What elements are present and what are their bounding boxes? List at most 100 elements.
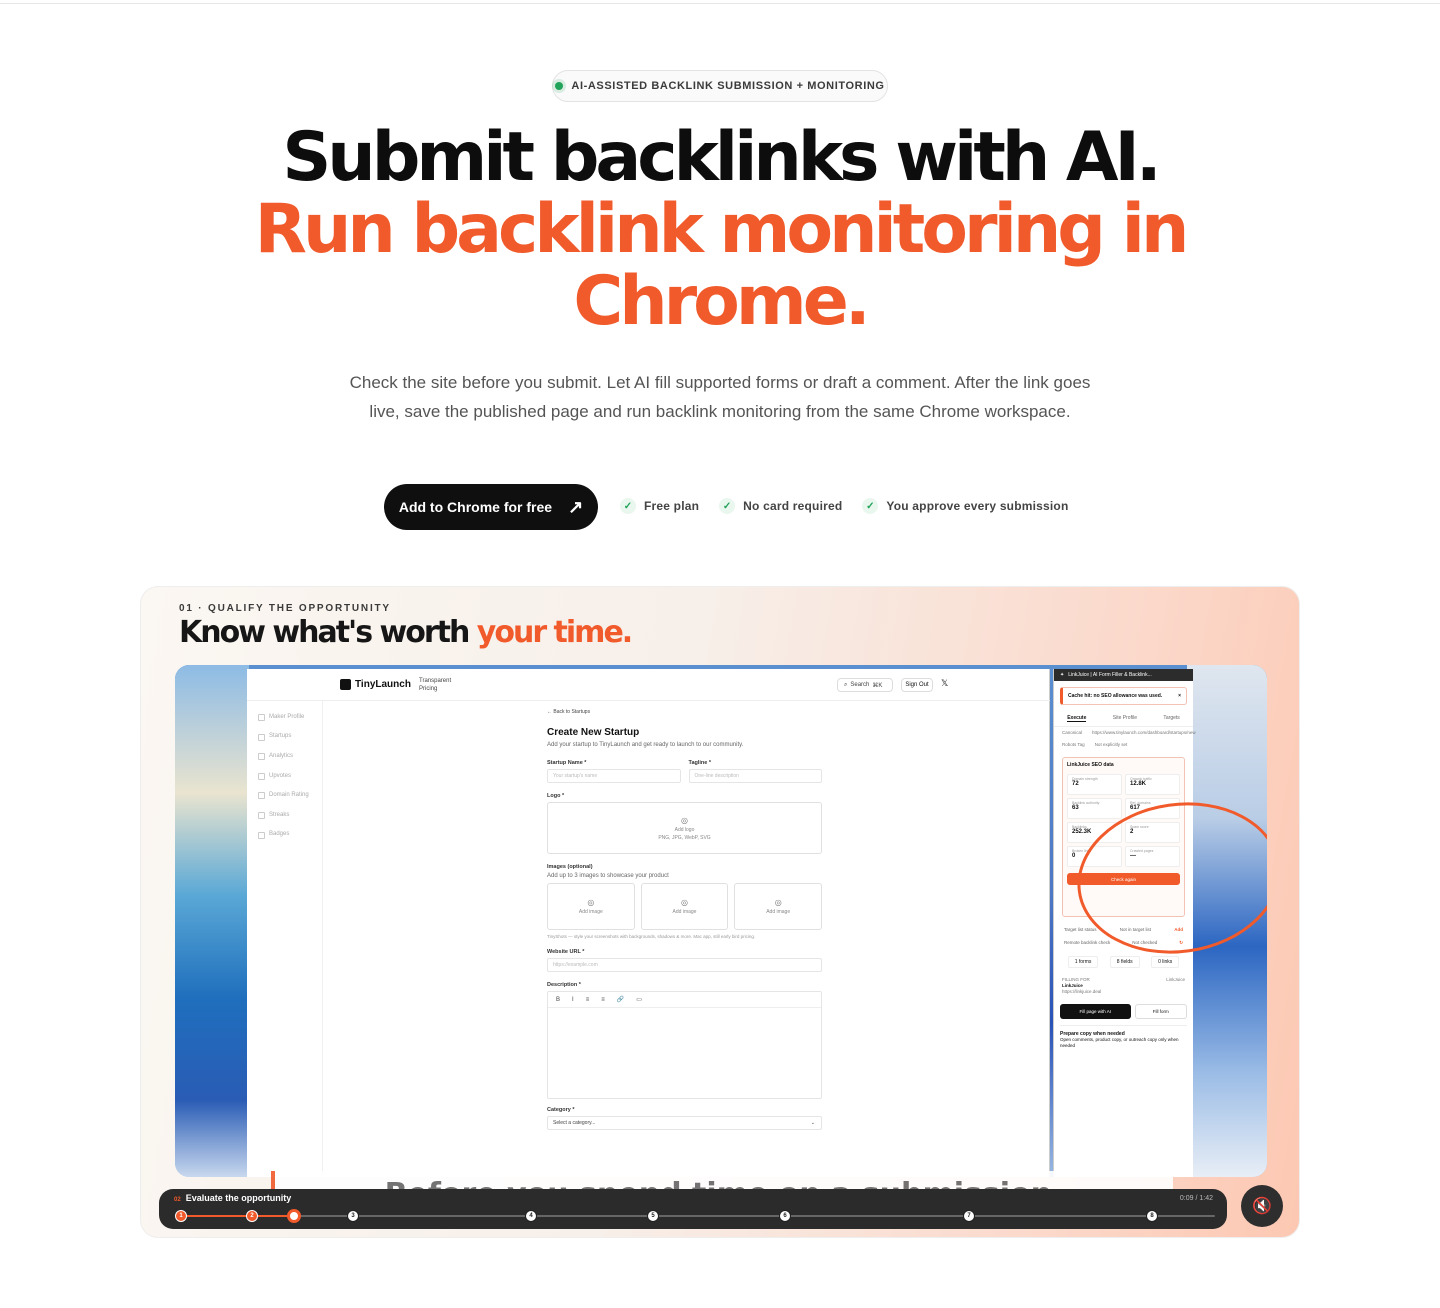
category-label: Category * <box>547 1107 575 1113</box>
status-dot-icon <box>555 82 564 90</box>
extension-panel: ✦ LinkJuice | AI Form Filler & Backlink.… <box>1053 669 1196 1177</box>
app-nav: Transparent Pricing <box>419 677 451 693</box>
sidebar-item-domain-rating: Domain Rating <box>247 785 322 805</box>
demo-title: Know what's worth your time. <box>179 615 633 650</box>
video-player-bar[interactable]: 02 Evaluate the opportunity 0:09 / 1:42 … <box>159 1189 1227 1229</box>
logo-formats: PNG, JPG, WebP, SVG <box>658 834 711 841</box>
filling-for-label: FILLING FOR <box>1062 977 1090 982</box>
check-label: No card required <box>743 499 843 513</box>
chevron-down-icon: ⌄ <box>810 1120 815 1126</box>
image-upload: ◎Add image <box>640 883 729 930</box>
hero-badge-label: AI-ASSISTED BACKLINK SUBMISSION + MONITO… <box>571 80 885 92</box>
sidebar-item-maker-profile: Maker Profile <box>247 707 322 727</box>
metric-card: Crawled pages— <box>1125 846 1180 867</box>
metric-value: 617 <box>1130 805 1141 811</box>
chapter-title: Evaluate the opportunity <box>185 1193 292 1203</box>
extension-titlebar: ✦ LinkJuice | AI Form Filler & Backlink.… <box>1054 669 1193 681</box>
hero-badge: AI-ASSISTED BACKLINK SUBMISSION + MONITO… <box>552 70 888 102</box>
remote-check-key: Remote backlink check <box>1064 940 1111 945</box>
wallpaper-right <box>1187 665 1267 1177</box>
logo-mark-icon <box>340 679 351 690</box>
add-image-label: Add image <box>766 909 791 915</box>
metric-key: Crawled pages <box>1130 849 1154 853</box>
headline-line-1: Submit backlinks with AI. <box>282 118 1161 197</box>
check-item: ✓ Free plan <box>620 498 699 514</box>
camera-icon: ◎ <box>774 898 782 907</box>
logo-upload: ◎ Add logo PNG, JPG, WebP, SVG <box>547 802 822 854</box>
mute-button[interactable]: 🔇 <box>1241 1185 1283 1227</box>
tagline-label: Tagline * <box>688 760 712 766</box>
add-to-chrome-button[interactable]: Add to Chrome for free ↗ <box>384 484 598 530</box>
chapter-marker[interactable]: 6 <box>779 1210 791 1222</box>
chapter-marker[interactable]: 3 <box>347 1210 359 1222</box>
chapter-marker[interactable]: 2 <box>246 1210 258 1222</box>
logo-label: Logo * <box>547 793 565 799</box>
chapter-number: 02 <box>174 1197 181 1203</box>
chapter-marker[interactable]: 8 <box>1146 1210 1158 1222</box>
check-item: ✓ You approve every submission <box>862 498 1068 514</box>
check-again-button: Check again <box>1067 873 1180 885</box>
check-item: ✓ No card required <box>719 498 842 514</box>
metric-value: 72 <box>1072 781 1079 787</box>
check-label: You approve every submission <box>886 499 1069 513</box>
italic-icon: I <box>572 996 574 1003</box>
cache-alert: Cache hit: no SEO allowance was used. × <box>1060 687 1187 705</box>
prepare-copy-text: Open comments, product copy, or outreach… <box>1060 1037 1179 1048</box>
bold-icon: B <box>556 996 561 1003</box>
chapter-label: 02 Evaluate the opportunity <box>174 1193 291 1203</box>
sidebar-item-upvotes: Upvotes <box>247 766 322 786</box>
metric-value: 12.8K <box>1130 781 1147 787</box>
chapter-marker[interactable]: 7 <box>963 1210 975 1222</box>
target-list-key: Target list status <box>1064 927 1097 932</box>
metric-key: Ref. domains <box>1130 801 1151 805</box>
progress-fill <box>181 1215 294 1217</box>
metric-key: Spam score <box>1130 825 1149 829</box>
add-image-label: Add image <box>578 909 603 915</box>
progress-track[interactable]: 1 2 3 4 5 6 7 8 <box>175 1209 1215 1223</box>
chapter-marker[interactable]: 1 <box>175 1210 187 1222</box>
fill-form-button: Fill form <box>1134 1004 1187 1019</box>
metric-value: 0 <box>1072 853 1076 859</box>
metric-key: Backlinks <box>1072 825 1087 829</box>
add-image-label: Add image <box>672 909 697 915</box>
close-icon: × <box>1178 693 1181 699</box>
filling-for-name: LinkJuice <box>1062 983 1083 988</box>
metric-value: 2 <box>1130 829 1134 835</box>
canonical-row: Canonical https://www.tinylaunch.com/das… <box>1054 727 1196 739</box>
app-header: TinyLaunch Transparent Pricing ⌕ Search … <box>247 669 1050 701</box>
back-link: ← Back to Startups <box>547 709 591 715</box>
description-label: Description * <box>547 982 581 988</box>
search-hint: ⌘K <box>872 682 883 689</box>
tinyshots-tip: TinyShots — style your screenshots with … <box>547 934 756 939</box>
target-list-value: Not in target list <box>1119 927 1152 932</box>
extension-title: LinkJuice | AI Form Filler & Backlink... <box>1068 672 1152 678</box>
filling-for-select: LinkJuice <box>1166 977 1185 982</box>
page-counts: 1 forms 8 fields 0 links <box>1062 956 1185 968</box>
scrubber-handle[interactable] <box>286 1209 301 1223</box>
extension-tabs: Execute Site Profile Targets <box>1054 711 1193 727</box>
sidebar-item-analytics: Analytics <box>247 746 322 766</box>
form-subtitle: Add your startup to TinyLaunch and get r… <box>547 742 744 748</box>
check-label: Free plan <box>644 499 700 513</box>
app-sidebar: Maker Profile Startups Analytics Upvotes… <box>247 701 323 1177</box>
editor-toolbar: B I ≡ ≡ 🔗 ▭ <box>548 992 821 1008</box>
nav-transparent: Transparent <box>419 678 452 684</box>
logo-add-label: Add logo <box>674 826 695 833</box>
chapter-marker[interactable]: 5 <box>647 1210 659 1222</box>
speaker-muted-icon: 🔇 <box>1252 1198 1272 1215</box>
search-icon: ⌕ <box>844 681 848 688</box>
forms-count: 1 forms <box>1067 956 1099 968</box>
metric-value: 252.3K <box>1072 829 1092 835</box>
metric-value: 63 <box>1072 805 1079 811</box>
numbered-list-icon: ≡ <box>601 996 605 1003</box>
check-icon: ✓ <box>862 498 879 514</box>
image-upload: ◎ Add image <box>734 883 823 930</box>
chapter-marker[interactable]: 4 <box>525 1210 537 1222</box>
add-target-button: Add <box>1174 927 1183 932</box>
hero-lead: Check the site before you submit. Let AI… <box>349 373 1091 421</box>
demo-screen[interactable]: TinyLaunch Transparent Pricing ⌕ Search … <box>175 665 1267 1177</box>
